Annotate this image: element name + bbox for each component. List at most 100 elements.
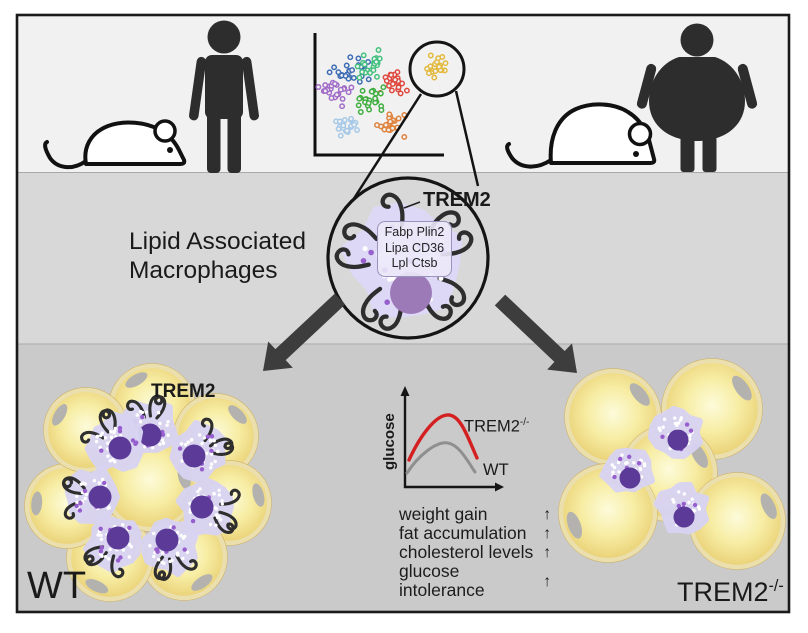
cell-dot [401, 133, 408, 140]
lipid-speckle [109, 435, 114, 439]
cell-dot [389, 125, 396, 132]
lipid-speckle [144, 410, 148, 414]
lipid-speckle [213, 506, 217, 510]
cell-dot [355, 55, 362, 62]
trem2-receptor-hook [208, 437, 234, 451]
vesicle-dot [384, 299, 391, 306]
cluster-highlight-circle [408, 40, 466, 98]
lipid-speckle [166, 419, 170, 424]
vesicle-dot [140, 414, 145, 420]
lipid-highlight [191, 574, 213, 591]
cell-dot [315, 84, 322, 90]
lipid-speckle [108, 547, 112, 551]
cell-dot [357, 109, 364, 115]
wt-curve [405, 441, 477, 475]
lipid-speckle [617, 470, 621, 474]
cell-dot [367, 69, 374, 76]
vesicle-dot [117, 429, 123, 434]
cell-dot [355, 102, 362, 109]
cell-dot [331, 80, 338, 87]
trem2-receptor-hook [153, 395, 167, 420]
vesicle-dot [118, 555, 123, 560]
outcome-row: weight gain ↑ [399, 505, 551, 524]
lipid-speckle [140, 410, 145, 415]
lipid-speckle [620, 453, 624, 457]
lipid-speckle [106, 506, 110, 510]
outcome-label: cholesterol levels [399, 542, 534, 562]
lipid-speckle [682, 492, 686, 496]
lipid-speckle [180, 459, 184, 463]
human-leg [227, 113, 241, 173]
cell-dot [383, 77, 390, 84]
vesicle-dot [676, 503, 681, 509]
lipid-speckle [156, 411, 161, 415]
lipid-speckle [179, 533, 183, 538]
cell-dot [337, 132, 344, 139]
lipid-speckle [83, 496, 88, 501]
graph-axes [403, 394, 496, 489]
vesicle-dot [99, 545, 105, 550]
vesicle-dot [74, 503, 79, 509]
lipid-speckle [688, 433, 692, 438]
cell-dot [335, 125, 342, 132]
lipid-highlight [125, 372, 148, 388]
cell-dot [322, 87, 329, 94]
mouse-ear [153, 119, 177, 143]
marker-gene-box: Fabp Plin2 Lipa CD36 Lpl Ctsb [377, 221, 452, 277]
outcome-label: fat accumulation [399, 523, 527, 543]
up-arrow-icon: ↑ [543, 525, 551, 542]
lipid-speckle [99, 533, 103, 537]
macrophage-nucleus [190, 495, 214, 519]
wt-genotype-label: WT [27, 565, 87, 607]
obese-human-icon [636, 23, 758, 172]
lipid-speckle [99, 537, 104, 541]
macrophage-nucleus [182, 444, 206, 468]
cell-dot [340, 122, 347, 129]
mouse-eye [633, 151, 639, 157]
human-head [680, 23, 714, 57]
lipid-speckle [148, 544, 152, 548]
y-axis-arrowhead [400, 386, 410, 396]
trem2-receptor-hook [153, 555, 167, 581]
lipid-speckle [188, 510, 192, 514]
lipid-speckle [106, 454, 110, 458]
cell-dot [354, 63, 361, 70]
lipid-speckle [189, 438, 194, 442]
lipid-speckle [662, 417, 667, 421]
cell-dot [361, 61, 368, 68]
cell-dot [388, 87, 395, 94]
x-axis-arrowhead [495, 482, 504, 492]
outcome-row: glucose intolerance ↑ [399, 562, 551, 600]
vesicle-dot [618, 456, 623, 462]
lipid-speckle [181, 536, 186, 540]
lipid-speckle [687, 500, 691, 505]
trem2-receptor-label: TREM2 [423, 189, 491, 211]
lipid-speckle [92, 479, 97, 483]
vesicle-dot [171, 525, 176, 530]
cell-dot [328, 95, 335, 102]
cell-dot [322, 82, 329, 89]
trem2-receptor-hook [200, 417, 214, 443]
cell-dot [395, 115, 402, 122]
macrophage-nucleus [106, 526, 130, 550]
lipid-speckle [179, 442, 184, 446]
outcome-label: weight gain [399, 504, 488, 524]
lipid-speckle [198, 487, 202, 491]
lipid-speckle [175, 530, 180, 535]
cell-dot [377, 90, 384, 97]
lipid-speckle [213, 443, 218, 447]
lipid-speckle [690, 497, 694, 501]
human-torso [205, 55, 243, 119]
lipid-speckle [84, 492, 89, 496]
lipid-speckle [98, 445, 102, 450]
cell-dot [397, 90, 404, 97]
vesicle-dot [82, 488, 88, 494]
rect-shape [15, 13, 791, 614]
outcome-row: cholesterol levels ↑ [399, 543, 551, 562]
trem2-receptor-hook [218, 510, 238, 531]
lipid-speckle [157, 558, 161, 562]
lipid-speckle [176, 553, 180, 557]
macrophage-nucleus [619, 467, 641, 489]
cell-dot [350, 74, 357, 81]
flow-arrow [263, 293, 346, 371]
